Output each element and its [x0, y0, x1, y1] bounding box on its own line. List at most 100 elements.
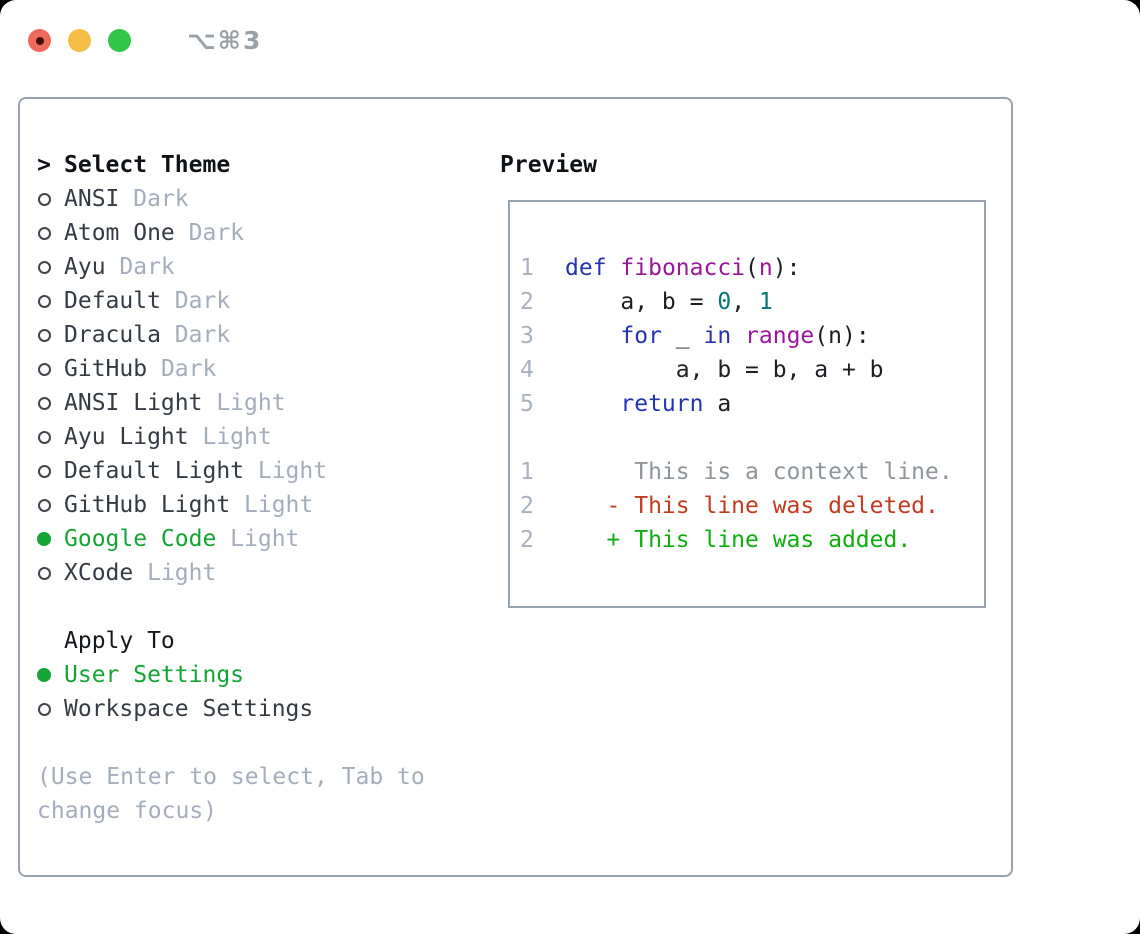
theme-option-variant: Dark: [174, 322, 231, 348]
theme-option-name: XCode: [64, 560, 134, 586]
window-title: ⌥⌘3: [187, 26, 263, 55]
line-number: 4: [520, 357, 534, 383]
select-theme-title: Select Theme: [64, 152, 231, 178]
code-line: 2 + This line was added.: [520, 523, 984, 557]
radio-icon: [37, 396, 51, 410]
line-number: 2: [520, 493, 534, 519]
code-line: 2 a, b = 0, 1: [520, 285, 984, 319]
theme-option-google-code[interactable]: Google Code Light: [37, 522, 477, 556]
code-line-text: + This line was added.: [565, 527, 912, 553]
radio-icon: [37, 328, 51, 342]
theme-option-ayu-light[interactable]: Ayu Light Light: [37, 420, 477, 454]
apply-option-workspace-settings[interactable]: Workspace Settings: [37, 692, 477, 726]
select-theme-header: > Select Theme: [37, 148, 477, 182]
code-line-text: a, b = 0, 1: [565, 289, 773, 315]
theme-option-name: Ayu Light: [64, 424, 189, 450]
theme-option-name: Default Light: [64, 458, 245, 484]
radio-selected-icon: [37, 668, 51, 682]
theme-option-github-light[interactable]: GitHub Light Light: [37, 488, 477, 522]
radio-icon: [37, 192, 51, 206]
hint-text: (Use Enter to select, Tab to change focu…: [37, 764, 425, 824]
code-line-text: return a: [620, 391, 732, 417]
code-line: 5 return a: [520, 387, 984, 421]
theme-option-atom-one[interactable]: Atom One Dark: [37, 216, 477, 250]
close-button-dot: [35, 36, 44, 45]
line-number: 2: [520, 527, 534, 553]
code-line: 4 a, b = b, a + b: [520, 353, 984, 387]
minimize-button[interactable]: [68, 29, 91, 52]
theme-option-variant: Dark: [174, 288, 231, 314]
theme-option-name: ANSI: [64, 186, 120, 212]
close-button[interactable]: [28, 29, 51, 52]
radio-icon: [37, 566, 51, 580]
theme-option-name: ANSI Light: [64, 390, 203, 416]
radio-icon: [37, 464, 51, 478]
preview-header: Preview: [500, 152, 597, 178]
radio-icon: [37, 294, 51, 308]
line-number: 1: [520, 255, 534, 281]
theme-option-name: Default: [64, 288, 161, 314]
theme-option-dracula[interactable]: Dracula Dark: [37, 318, 477, 352]
theme-option-variant: Light: [147, 560, 217, 586]
theme-option-variant: Dark: [133, 186, 189, 212]
apply-option-label: Workspace Settings: [64, 696, 314, 722]
code-line-text: for _ in range(n):: [620, 323, 870, 349]
theme-option-github[interactable]: GitHub Dark: [37, 352, 477, 386]
theme-option-variant: Light: [202, 424, 272, 450]
theme-option-name: GitHub Light: [64, 492, 231, 518]
theme-option-variant: Dark: [119, 254, 175, 280]
titlebar: ⌥⌘3: [28, 26, 262, 55]
code-line: 2 - This line was deleted.: [520, 489, 984, 523]
apply-option-label: User Settings: [64, 662, 245, 688]
code-line: 1 def fibonacci(n):: [520, 251, 984, 285]
theme-option-variant: Light: [257, 458, 328, 484]
code-line-text: a, b = b, a + b: [565, 357, 884, 383]
code-line: 1 This is a context line.: [520, 455, 984, 489]
theme-option-variant: Dark: [160, 356, 217, 382]
radio-selected-icon: [37, 532, 51, 546]
code-line-text: This is a context line.: [565, 459, 953, 485]
line-number: 2: [520, 289, 534, 315]
theme-option-name: Dracula: [64, 322, 161, 348]
radio-icon: [37, 498, 51, 512]
theme-option-default-light[interactable]: Default Light Light: [37, 454, 477, 488]
theme-option-name: Google Code: [64, 526, 217, 552]
focus-caret-box: >: [37, 152, 51, 178]
line-number: 3: [520, 323, 534, 349]
line-number: 5: [520, 391, 534, 417]
radio-icon: [37, 702, 51, 716]
radio-icon: [37, 226, 51, 240]
focus-caret-icon: >: [37, 152, 51, 178]
theme-option-xcode[interactable]: XCode Light: [37, 556, 477, 590]
line-number: 1: [520, 459, 534, 485]
theme-option-variant: Dark: [188, 220, 245, 246]
theme-option-default[interactable]: Default Dark: [37, 284, 477, 318]
theme-option-ansi-light[interactable]: ANSI Light Light: [37, 386, 477, 420]
code-line: [520, 421, 984, 455]
radio-icon: [37, 260, 51, 274]
theme-option-name: GitHub: [64, 356, 148, 382]
theme-option-variant: Light: [230, 526, 300, 552]
code-line-text: def fibonacci(n):: [565, 255, 801, 281]
zoom-button[interactable]: [108, 29, 131, 52]
radio-icon: [37, 362, 51, 376]
code-line: 3 for _ in range(n):: [520, 319, 984, 353]
apply-to-title: Apply To: [64, 628, 175, 654]
radio-icon: [37, 430, 51, 444]
theme-option-name: Atom One: [64, 220, 175, 246]
apply-to-header-row: Apply To: [37, 624, 477, 658]
apply-option-user-settings[interactable]: User Settings: [37, 658, 477, 692]
code-line-text: - This line was deleted.: [565, 493, 939, 519]
theme-option-variant: Light: [216, 390, 286, 416]
theme-option-ansi[interactable]: ANSI Dark: [37, 182, 477, 216]
theme-option-variant: Light: [244, 492, 314, 518]
